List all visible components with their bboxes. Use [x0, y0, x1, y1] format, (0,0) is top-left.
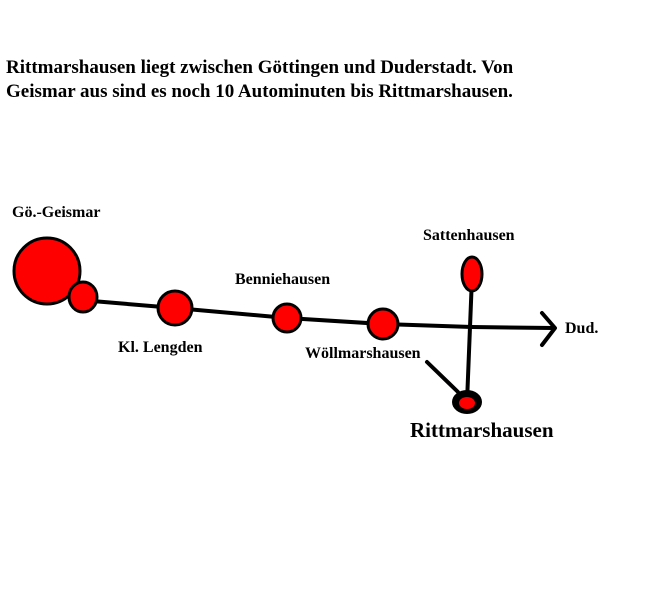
town-marker-benniehausen	[271, 302, 303, 334]
arrow-right-icon	[540, 311, 557, 347]
label-woellmarshausen: Wöllmarshausen	[305, 345, 421, 362]
town-marker-sattenhausen	[460, 255, 484, 293]
town-marker-kl-lengden	[156, 289, 194, 327]
intro-line-1: Rittmarshausen liegt zwischen Göttingen …	[6, 57, 514, 78]
pointer-line-woellmarshausen	[425, 360, 460, 394]
town-marker-rittmarshausen	[459, 397, 475, 409]
label-rittmarshausen: Rittmarshausen	[410, 418, 554, 442]
label-geismar: Gö.-Geismar	[12, 204, 100, 221]
label-kl-lengden: Kl. Lengden	[118, 339, 203, 356]
intro-text: Rittmarshausen liegt zwischen Göttingen …	[6, 56, 646, 104]
road-sattenhausen-rittmarshausen	[465, 275, 474, 404]
label-duderstadt: Dud.	[565, 320, 598, 337]
road-main	[78, 298, 555, 330]
intro-line-2: Geismar aus sind es noch 10 Autominuten …	[6, 81, 513, 102]
town-marker-woellmarshausen	[366, 307, 400, 341]
label-benniehausen: Benniehausen	[235, 271, 330, 288]
label-sattenhausen: Sattenhausen	[423, 227, 515, 244]
town-marker-geismar	[12, 236, 82, 306]
towns	[12, 236, 484, 341]
town-marker-geismar-small	[67, 280, 99, 314]
